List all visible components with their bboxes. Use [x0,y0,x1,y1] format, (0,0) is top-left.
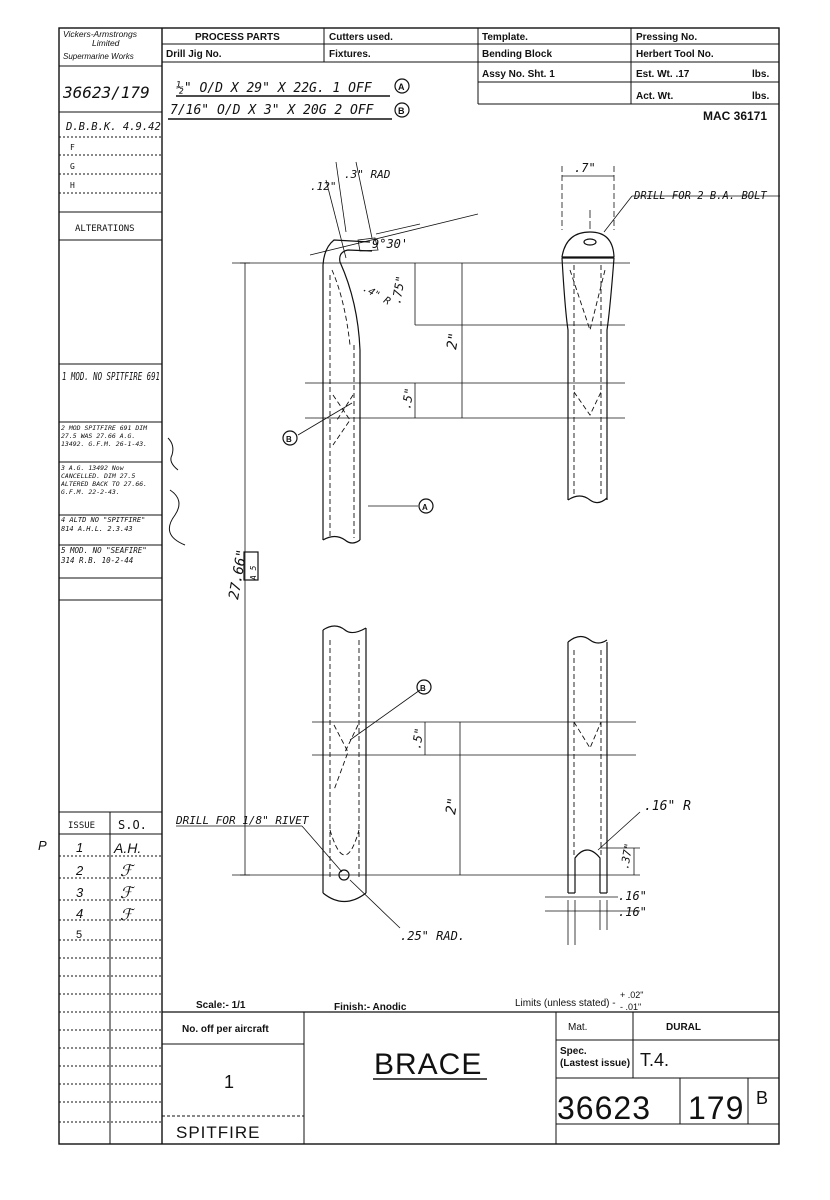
so-header: S.O. [118,818,147,832]
left-entry-0: D.B.B.K. 4.9.42 [65,121,161,133]
issue-row-1-so: A.H. [113,840,141,856]
material-tag-circle-a [394,78,410,94]
callout-a-letter: A [422,503,428,512]
issue-row-4-issue: 4 [76,906,83,921]
dim-4-r: .4" R [361,283,393,308]
part-number-suffix: 179 [688,1090,744,1126]
dim-05-bottom: .5" [409,727,427,751]
dim-075: .75" [389,275,408,306]
revision-letter: B [756,1088,768,1108]
mod-entry-2: 2 MOD SPITFIRE 691 DIM 27.5 WAS 27.66 A.… [61,424,148,448]
herbert-tool-label: Herbert Tool No. [636,49,714,60]
material-line-b: 7/16" O/D X 3" X 20G 2 OFF [170,103,375,118]
callout-b-letter: B [420,684,426,693]
company-works: Supermarine Works [63,52,134,61]
dim-07: .7" [574,161,596,175]
company-name: Vickers-Armstrongs [63,29,138,39]
mod-entry-4: 4 ALTD NO "SPITFIRE" 814 A.H.L. 2.3.43 [61,516,146,533]
left-entry-2: G [70,162,75,171]
limit-plus: + .02" [620,990,643,1000]
left-view-lower [322,625,367,903]
dim-27-66: 27.66" [226,548,251,601]
mat-label: Mat. [568,1022,587,1033]
mod-entry-5: 5 MOD. NO "SEAFIRE" 314 R.B. 10-2-44 [61,546,147,565]
dim-012: .12" [310,180,337,193]
material-tag-b: B [398,106,405,116]
dim-angle: 9°30' [372,237,408,251]
material-line-a: ½" O/D X 29" X 22G. 1 OFF [176,81,373,96]
material-tag-a: A [398,82,405,92]
margin-marks [167,437,186,546]
no-off-label: No. off per aircraft [182,1024,269,1035]
mat-value: DURAL [666,1022,701,1033]
spec-label-1: Spec. [560,1046,587,1057]
issue-row-2-so: ℱ [120,863,136,880]
left-view-upper [322,237,379,544]
callout-circle-b-left [282,430,298,446]
pressing-no-label: Pressing No. [636,32,697,43]
ref-a5-box [243,551,259,581]
cutters-used-label: Cutters used. [329,32,393,43]
ref-a5: A 5 [249,565,258,581]
margin-mark-p: P [38,838,47,853]
dim-3-rad: .3" RAD [344,168,391,181]
act-wt-lbs: lbs. [752,91,769,102]
dim-016-r: .16" R [644,799,691,814]
drawing-number-left: 36623/179 [62,83,150,102]
dim-2-top: 2" [444,331,463,350]
act-wt-label: Act. Wt. [636,91,673,102]
quantity-value: 1 [224,1072,234,1092]
right-view-upper [561,231,615,504]
spec-value: T.4. [640,1050,669,1070]
est-wt-lbs: lbs. [752,69,769,80]
alterations-label: ALTERATIONS [75,224,135,234]
dim-037: .37" [618,842,635,870]
issue-row-1-issue: 1 [76,840,83,855]
bending-block-label: Bending Block [482,49,552,60]
limit-minus: - .01" [620,1002,641,1012]
est-wt-label: Est. Wt. .17 [636,69,690,80]
part-title: BRACE [374,1048,482,1081]
material-tag-circle-b [394,102,410,118]
dim-016-b: .16" [618,905,647,919]
assy-no-label: Assy No. Sht. 1 [482,69,555,80]
left-entry-1: F [70,143,75,152]
left-entry-3: H [70,181,75,190]
callout-b-left-letter: B [286,435,292,444]
issue-row-5-issue: 5 [76,929,82,941]
mod-entry-3: 3 A.G. 13492 Now CANCELLED. DIM 27.5 ALT… [61,464,148,496]
aircraft-name: SPITFIRE [176,1123,261,1142]
dimension-lines [176,161,780,945]
mod-entry-1: 1 MOD. NO SPITFIRE 691 [62,371,160,383]
issue-row-2-issue: 2 [75,863,84,878]
dim-025-rad: .25" RAD. [400,929,465,943]
issue-row-3-so: ℱ [120,885,136,902]
issue-row-3-issue: 3 [76,885,84,900]
right-view-lower [567,635,608,894]
drill-note-bottom: DRILL FOR 1/8" RIVET [175,814,310,827]
fixtures-label: Fixtures. [329,49,371,60]
drill-jig-label: Drill Jig No. [166,49,222,60]
template-label: Template. [482,32,528,43]
process-parts-label: PROCESS PARTS [195,32,280,43]
dim-016-a: .16" [618,889,647,903]
callout-circle-a [418,498,434,514]
company-name-limited: Limited [92,38,120,48]
dim-05-top: .5" [399,387,417,411]
callout-circle-b [416,679,432,695]
issue-header: ISSUE [68,821,95,831]
issue-row-4-so: ℱ [120,907,136,924]
mac-number: MAC 36171 [703,109,767,123]
limits-label: Limits (unless stated) - [515,998,616,1009]
dim-2-bottom: 2" [443,796,462,815]
scale-label: Scale:- 1/1 [196,1000,246,1011]
part-number-main: 36623 [557,1090,651,1126]
finish-label: Finish:- Anodic [334,1002,407,1013]
spec-label-2: (Lastest issue) [560,1058,630,1069]
drill-note-top: DRILL FOR 2 B.A. BOLT [633,190,767,202]
